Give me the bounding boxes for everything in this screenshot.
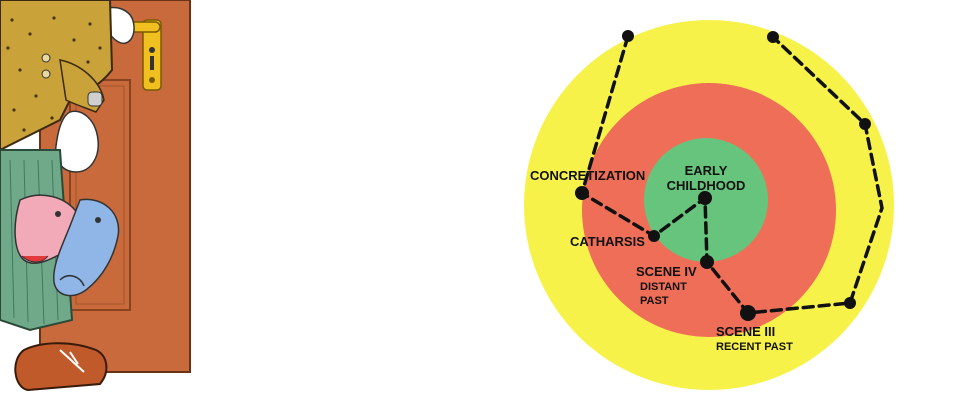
dashed-path: [579, 34, 884, 315]
node-scene-iii: [740, 305, 756, 321]
inner-zone-label-line1: EARLY: [685, 163, 728, 178]
concretization-label: CONCRETIZATION: [530, 168, 645, 183]
node-concretization: [575, 186, 589, 200]
path-nodes: [575, 30, 871, 321]
blue-fish-mask: [53, 198, 120, 297]
scene-iii-title: SCENE III: [716, 324, 775, 339]
node-right-lower: [844, 297, 856, 309]
node-right-upper: [859, 118, 871, 130]
scene-iv-title: SCENE IV: [636, 264, 697, 279]
inner-zone-label-line2: CHILDHOOD: [667, 178, 746, 193]
shoe: [14, 342, 108, 392]
node-scene-iv: [700, 255, 714, 269]
hand-on-handle: [107, 6, 135, 44]
character-illustration: [0, 0, 191, 392]
scene-iv-sub1: DISTANT: [640, 281, 687, 293]
catharsis-label: CATHARSIS: [570, 234, 645, 249]
node-top-right: [767, 31, 779, 43]
sleeve-and-cuff: [59, 59, 105, 113]
scene-iv-sub2: PAST: [640, 295, 669, 307]
node-catharsis: [648, 230, 660, 242]
scene-iii-sub: RECENT PAST: [716, 341, 793, 353]
gloved-hand: [54, 110, 99, 173]
node-early-childhood: [698, 191, 712, 205]
jacket: [0, 0, 114, 152]
node-top-left: [622, 30, 634, 42]
